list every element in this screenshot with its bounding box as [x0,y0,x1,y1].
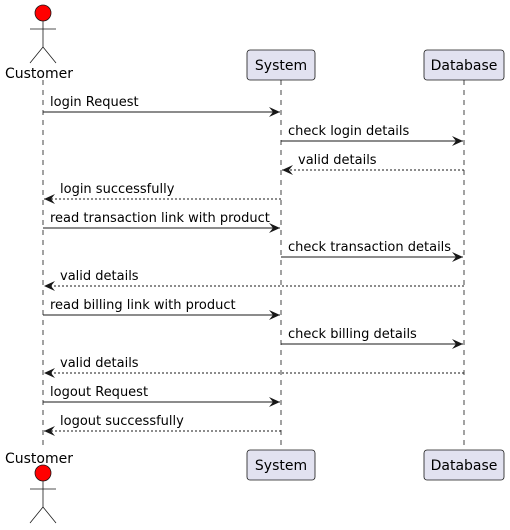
message-10: valid details [44,356,464,378]
participant-label: Database [431,58,498,74]
message-label: check login details [288,124,410,139]
participant-box [246,449,316,481]
actor-head-icon [34,4,52,22]
lifelines [42,80,465,450]
message-8: read billing link with product [43,298,280,320]
message-5: read transaction link with product [43,211,280,233]
participant-database-bottom: Database [423,449,505,481]
message-label: read billing link with product [50,298,236,313]
actor-leg-left [29,506,44,524]
message-9: check billing details [281,327,463,349]
message-label: check transaction details [288,240,451,255]
message-3: valid details [282,153,464,175]
messages: login Request check login details valid de… [43,95,464,436]
message-4: login successfully [44,182,281,204]
participant-system-top: System [246,49,316,81]
participant-system-bottom: System [246,449,316,481]
actor-leg-right [42,506,57,524]
participant-box [423,449,505,481]
participant-box [246,49,316,81]
message-7: valid details [44,269,464,291]
actor-label: Customer [5,451,73,467]
participant-label: System [255,58,307,74]
message-label: login successfully [60,182,175,197]
message-label: logout Request [50,385,148,400]
participant-label: System [255,458,307,474]
message-11: logout Request [43,385,280,407]
participant-heads: CustomerCustomerSystemSystemDatabaseData… [5,4,505,524]
message-label: valid details [60,269,139,284]
participant-label: Database [431,458,498,474]
message-label: valid details [60,356,139,371]
message-1: login Request [43,95,280,117]
message-12: logout successfully [44,414,281,436]
message-label: check billing details [288,327,417,342]
actor-customer-bottom: Customer [5,451,73,524]
actor-leg-right [42,46,57,64]
message-6: check transaction details [281,240,463,262]
actor-leg-left [29,46,44,64]
participant-box [423,49,505,81]
actor-customer-top: Customer [5,4,73,82]
actor-head-icon [34,464,52,482]
message-label: logout successfully [60,414,184,429]
participant-database-top: Database [423,49,505,81]
message-label: login Request [50,95,139,110]
actor-label: Customer [5,66,73,82]
message-label: valid details [298,153,377,168]
message-2: check login details [281,124,463,146]
message-label: read transaction link with product [50,211,270,226]
